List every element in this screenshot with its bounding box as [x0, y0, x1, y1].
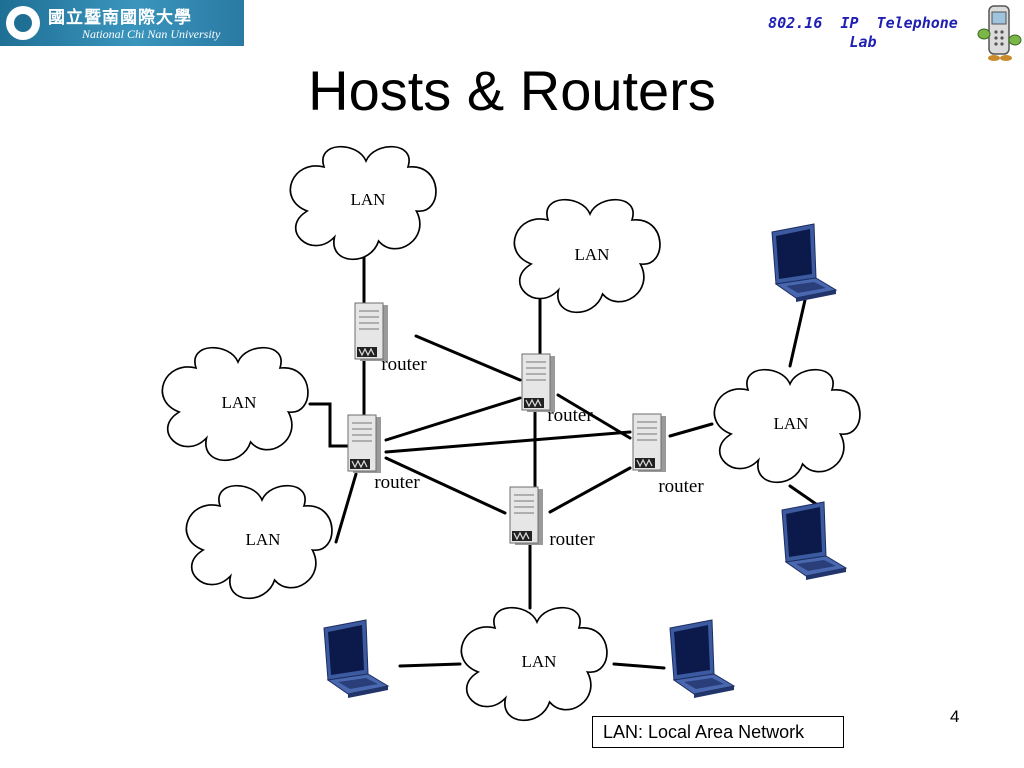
- router-center: router: [521, 353, 593, 426]
- laptop-icon: [323, 619, 389, 699]
- slide-title: Hosts & Routers: [308, 59, 716, 122]
- university-name-en: National Chi Nan University: [82, 27, 221, 41]
- lan-cloud-top: LAN: [289, 145, 437, 261]
- router-bottom: router: [509, 486, 595, 550]
- server-icon: [509, 486, 544, 546]
- university-name-zh: 國立暨南國際大學: [48, 8, 192, 28]
- laptop-icon: [669, 619, 735, 699]
- lan-cloud-bottom: LAN: [460, 606, 608, 722]
- lan-cloud-right: LAN: [713, 368, 861, 484]
- legend-box: LAN: Local Area Network: [592, 716, 844, 748]
- page-number: 4: [950, 707, 960, 726]
- server-icon: [354, 302, 389, 362]
- server-icon: [632, 413, 667, 473]
- router-top-left: router: [354, 302, 427, 375]
- lan-cloud-label: LAN: [222, 393, 257, 412]
- lan-cloud-label: LAN: [351, 190, 386, 209]
- lan-cloud-label: LAN: [774, 414, 809, 433]
- server-icon: [521, 353, 556, 413]
- router-label: router: [549, 529, 595, 550]
- router-label: router: [374, 472, 420, 493]
- lan-cloud-label: LAN: [522, 652, 557, 671]
- router-label: router: [658, 476, 704, 497]
- university-logo: 國立暨南國際大學 National Chi Nan University: [0, 0, 244, 46]
- router-label: router: [547, 405, 593, 426]
- lan-cloud-label: LAN: [246, 530, 281, 549]
- lan-cloud-label: LAN: [575, 245, 610, 264]
- lan-cloud-left-upper: LAN: [161, 346, 309, 462]
- server-icon: [347, 414, 382, 474]
- laptop-icon: [771, 223, 837, 303]
- router-label: router: [381, 354, 427, 375]
- router-right: router: [632, 413, 704, 497]
- phone-mascot-icon: [977, 5, 1022, 61]
- university-emblem-icon: [6, 6, 40, 40]
- lan-cloud-center: LAN: [513, 198, 661, 314]
- network-links: [308, 253, 818, 670]
- laptop-icon: [781, 501, 847, 581]
- router-left: router: [347, 414, 420, 493]
- lan-cloud-left-lower: LAN: [185, 484, 333, 600]
- lab-name: 802.16 IP Telephone Lab: [768, 14, 958, 51]
